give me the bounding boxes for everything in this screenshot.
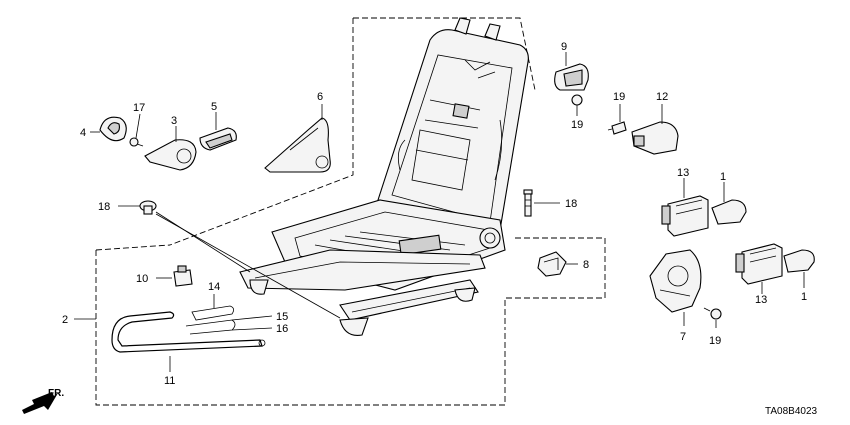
seat-back-frame (377, 17, 529, 241)
callout-9: 9 (561, 41, 567, 53)
callout-5: 5 (211, 101, 217, 113)
callout-19a: 19 (571, 119, 583, 131)
leader-16 (231, 327, 273, 331)
seat-rails (239, 249, 486, 336)
callout-18b: 18 (565, 198, 577, 210)
group-boundary-left-top (95, 244, 171, 251)
callout-1b: 1 (801, 291, 807, 303)
part-9-bracket (554, 63, 589, 91)
callout-10: 10 (136, 273, 148, 285)
part-19-screw-middle (607, 121, 627, 135)
group-boundary-lower (95, 250, 506, 406)
part-5-handle (199, 127, 237, 151)
callout-14: 14 (208, 281, 220, 293)
callout-16: 16 (276, 323, 288, 335)
callout-1a: 1 (720, 171, 726, 183)
callout-8: 8 (583, 259, 589, 271)
part-3-cover (144, 139, 197, 171)
direction-label: FR. (48, 388, 64, 399)
part-1-knob-upper (711, 199, 747, 225)
part-8-clip (537, 251, 567, 277)
diagram-code: TA08B4023 (765, 406, 818, 417)
callout-2: 2 (62, 314, 68, 326)
callout-13b: 13 (755, 294, 767, 306)
part-14-wire (191, 305, 234, 321)
part-17-screw (129, 137, 144, 147)
part-6-side-cover (264, 117, 331, 173)
part-19-clip-lower (703, 307, 722, 320)
callout-19c: 19 (709, 335, 721, 347)
front-direction-arrow-icon (22, 392, 58, 414)
callout-13a: 13 (677, 167, 689, 179)
group-boundary-upper (169, 18, 354, 246)
part-1-knob-lower (783, 249, 815, 273)
part-10-clip (173, 265, 193, 287)
callout-19b: 19 (613, 91, 625, 103)
part-19-clip-upper (571, 94, 583, 110)
callout-18a: 18 (98, 201, 110, 213)
group-boundary-right (504, 237, 606, 330)
callout-15: 15 (276, 311, 288, 323)
callout-3: 3 (171, 115, 177, 127)
part-18-bolt-right (523, 189, 533, 217)
part-13-housing-upper (661, 195, 709, 237)
callout-7: 7 (680, 331, 686, 343)
part-11-bar (111, 311, 266, 353)
part-13-housing-lower (735, 243, 783, 285)
leader-17 (135, 113, 141, 139)
callout-6: 6 (317, 91, 323, 103)
part-12-cover (631, 121, 679, 155)
callout-4: 4 (80, 127, 86, 139)
callout-12: 12 (656, 91, 668, 103)
part-4-knob (99, 116, 127, 142)
part-18-bolt-left (139, 200, 341, 319)
callout-11: 11 (164, 375, 175, 387)
leader-15 (231, 315, 273, 321)
part-15-16-springs (185, 319, 236, 335)
group-boundary-upper-top (353, 17, 536, 91)
callout-17: 17 (133, 102, 145, 114)
part-7-side-cover (649, 249, 702, 313)
